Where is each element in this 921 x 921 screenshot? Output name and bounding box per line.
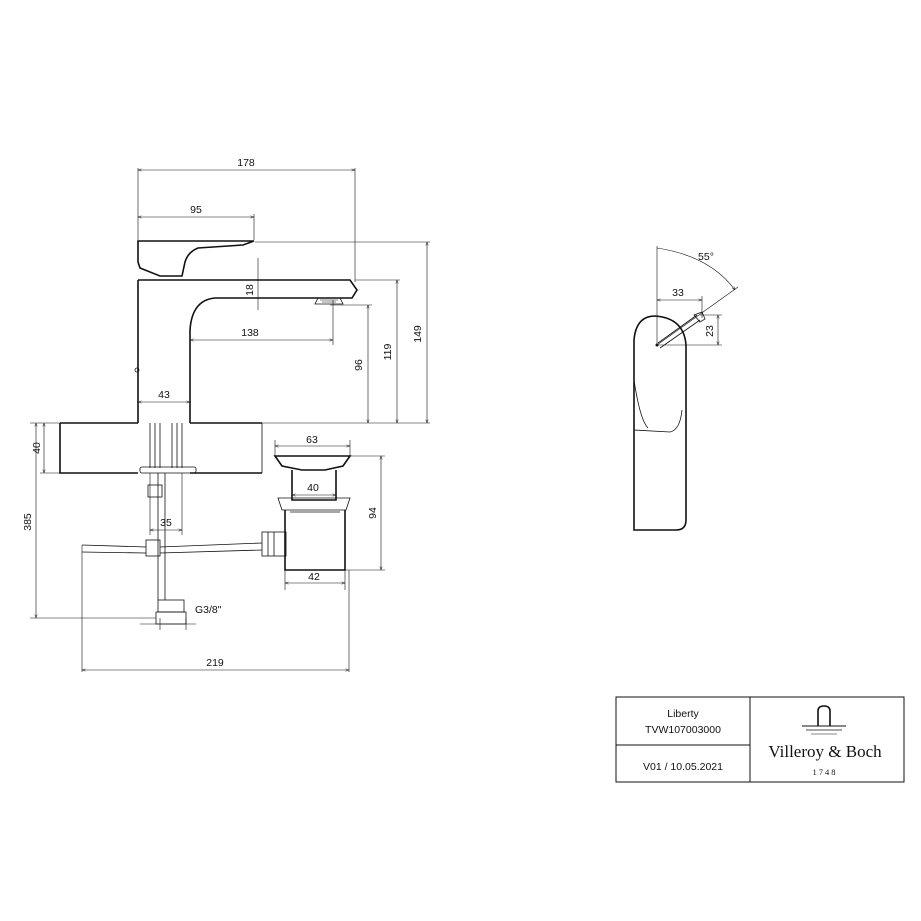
waste-valve [261, 455, 352, 571]
brand-name: Villeroy & Boch [768, 742, 882, 761]
dim-40-left: 40 [31, 442, 43, 454]
title-block: Liberty TVW107003000 V01 / 10.05.2021 Vi… [615, 696, 905, 783]
dim-178: 178 [237, 157, 255, 169]
dim-94: 94 [367, 507, 379, 519]
product-code: TVW107003000 [645, 724, 721, 736]
brand-logo-icon [802, 705, 846, 735]
brand-year: 1748 [813, 767, 838, 777]
dim-23: 23 [704, 325, 716, 337]
dim-angle: 55° [698, 251, 714, 263]
dim-43: 43 [158, 389, 170, 401]
faucet-side-view [633, 246, 739, 531]
side-view-labels: 55° 33 23 [672, 251, 716, 337]
dimension-labels: 178 95 18 138 96 119 149 43 40 385 35 G3… [22, 157, 424, 669]
dim-119: 119 [382, 343, 394, 360]
version-date: V01 / 10.05.2021 [643, 761, 723, 773]
faucet-front-view [81, 240, 358, 625]
dim-18: 18 [244, 284, 256, 296]
dim-96: 96 [353, 359, 365, 371]
dim-219: 219 [206, 657, 224, 669]
dim-63: 63 [306, 434, 318, 446]
dim-33: 33 [672, 287, 684, 299]
dimension-lines [30, 168, 430, 672]
dim-385: 385 [22, 513, 34, 531]
dim-149: 149 [412, 325, 424, 343]
dim-40-waste: 40 [307, 482, 319, 494]
dim-42: 42 [308, 571, 320, 583]
counter-top [59, 422, 430, 474]
product-name: Liberty [667, 708, 699, 720]
dim-95: 95 [190, 204, 202, 216]
dim-138: 138 [241, 327, 259, 339]
dim-thread: G3/8" [195, 604, 222, 616]
dim-35: 35 [160, 517, 172, 529]
